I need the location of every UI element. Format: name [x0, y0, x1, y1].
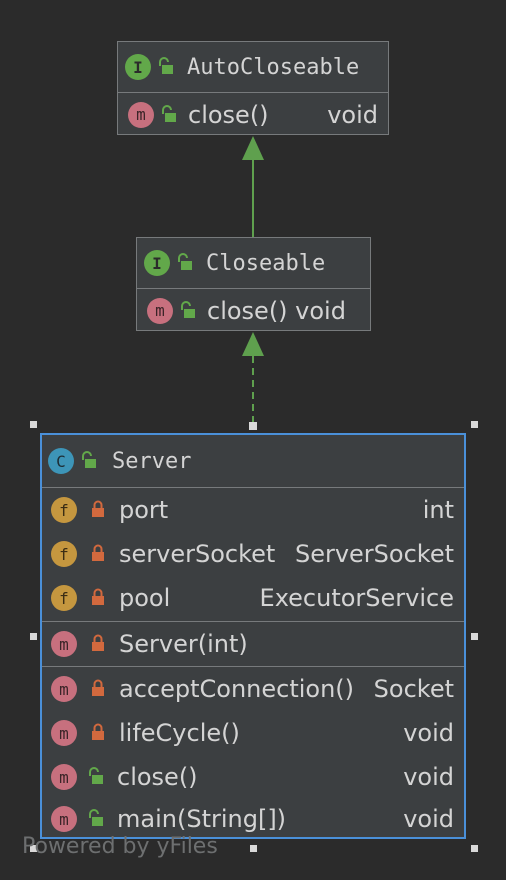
interface-icon: I: [125, 54, 151, 80]
resize-handle[interactable]: [30, 845, 37, 852]
method-row: m close() void: [137, 289, 370, 332]
implements-arrowhead: [242, 332, 264, 356]
method-row: m acceptConnection() Socket: [42, 667, 464, 711]
node-header: I AutoCloseable: [118, 42, 388, 92]
node-title: Closeable: [206, 250, 326, 276]
method-row: m close() void: [118, 93, 388, 136]
implements-edge: [242, 332, 264, 430]
method-row: m main(String[]) void: [42, 799, 464, 839]
private-lock-icon: [91, 584, 105, 612]
public-unlock-icon: [160, 101, 178, 129]
field-name: port: [119, 496, 169, 524]
node-header: I Closeable: [137, 238, 370, 288]
field-icon: f: [51, 585, 77, 611]
method-icon: m: [51, 676, 77, 702]
public-unlock-icon: [176, 249, 194, 277]
return-type: void: [327, 100, 378, 129]
field-type: ExecutorService: [259, 584, 454, 612]
constructor-row: m Server(int): [42, 622, 464, 666]
private-lock-icon: [91, 630, 105, 658]
resize-handle[interactable]: [471, 845, 478, 852]
field-name: serverSocket: [119, 540, 276, 568]
method-signature: acceptConnection(): [119, 675, 355, 703]
extends-edge: [242, 136, 264, 238]
method-row: m lifeCycle() void: [42, 711, 464, 755]
method-icon: m: [51, 631, 77, 657]
constructor-signature: Server(int): [119, 630, 248, 658]
method-icon: m: [147, 297, 173, 324]
private-lock-icon: [91, 675, 105, 703]
yfiles-watermark: Powered by yFiles: [22, 834, 218, 859]
divider: [42, 487, 464, 488]
field-row: f serverSocket ServerSocket: [42, 532, 464, 576]
server-node[interactable]: C Server f port int f serverSocket Serve…: [40, 433, 466, 839]
method-row: m close() void: [42, 755, 464, 799]
private-lock-icon: [91, 496, 105, 524]
field-icon: f: [51, 497, 77, 523]
private-lock-icon: [91, 719, 105, 747]
return-type: Socket: [373, 675, 454, 703]
node-title: AutoCloseable: [187, 54, 360, 80]
method-icon: m: [128, 101, 154, 128]
field-type: ServerSocket: [294, 540, 454, 568]
resize-handle[interactable]: [30, 633, 37, 640]
field-row: f port int: [42, 488, 464, 532]
closeable-node[interactable]: I Closeable m close() void: [136, 237, 371, 331]
method-icon: m: [51, 720, 77, 746]
method-signature: main(String[]): [117, 805, 287, 833]
method-icon: m: [51, 806, 77, 832]
field-icon: f: [51, 541, 77, 567]
divider: [42, 666, 464, 667]
node-header: C Server: [42, 435, 464, 487]
public-unlock-icon: [87, 763, 105, 791]
method-signature: close(): [188, 100, 269, 129]
method-signature: lifeCycle(): [119, 719, 240, 747]
public-unlock-icon: [179, 297, 197, 325]
extends-arrowhead: [242, 136, 264, 160]
autocloseable-node[interactable]: I AutoCloseable m close() void: [117, 41, 389, 135]
method-icon: m: [51, 764, 77, 790]
resize-handle[interactable]: [30, 421, 37, 428]
private-lock-icon: [91, 540, 105, 568]
resize-handle[interactable]: [471, 633, 478, 640]
divider: [118, 92, 388, 93]
public-unlock-icon: [87, 805, 105, 833]
field-row: f pool ExecutorService: [42, 576, 464, 620]
interface-icon: I: [144, 250, 170, 276]
divider: [137, 288, 370, 289]
field-type: int: [422, 496, 454, 524]
public-unlock-icon: [80, 447, 98, 475]
return-type: void: [403, 805, 454, 833]
resize-handle[interactable]: [250, 845, 257, 852]
resize-handle[interactable]: [471, 421, 478, 428]
divider: [42, 621, 464, 622]
method-signature: close() void: [207, 296, 346, 325]
method-signature: close(): [117, 763, 198, 791]
field-name: pool: [119, 584, 171, 612]
runnable-class-icon: C: [48, 448, 74, 474]
return-type: void: [403, 719, 454, 747]
node-title: Server: [112, 448, 192, 474]
public-unlock-icon: [157, 53, 175, 81]
return-type: void: [403, 763, 454, 791]
